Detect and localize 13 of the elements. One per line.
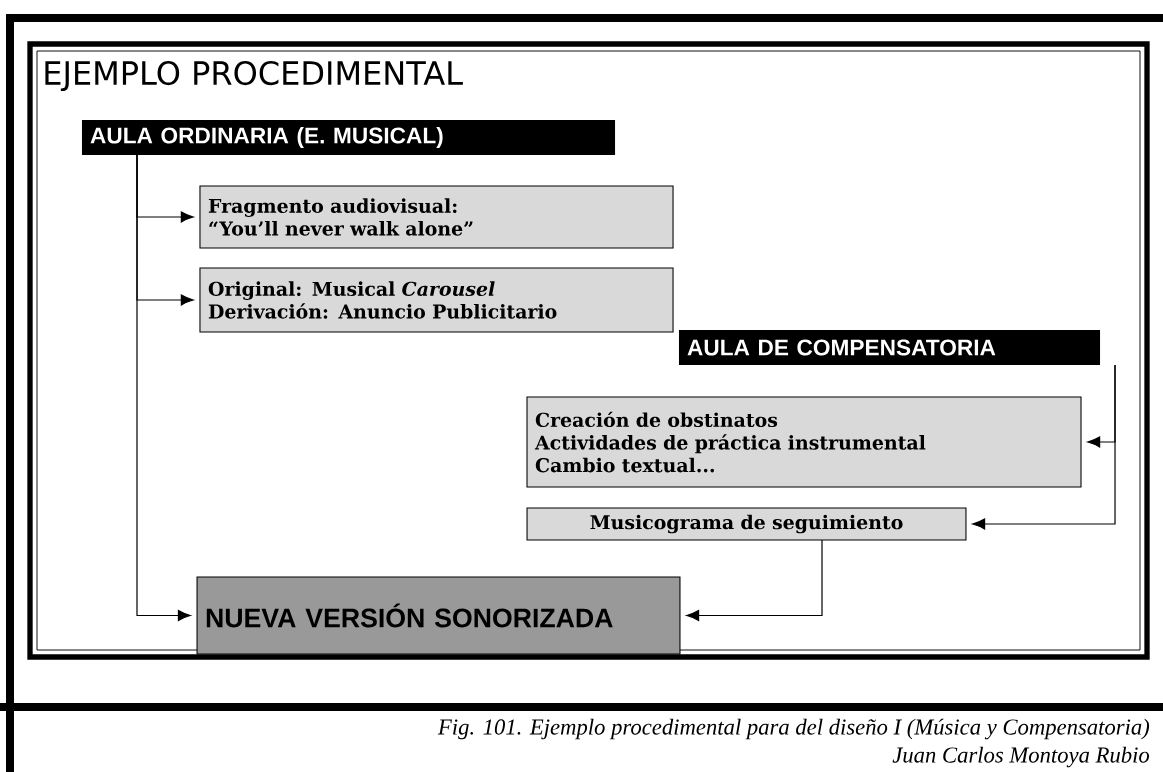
heading-band: AULA DE COMPENSATORIA — [678, 330, 1101, 365]
text-box: Fragmento audiovisual: “You’ll never walk alone” — [199, 185, 674, 249]
heading-band: AULA ORDINARIA (E. MUSICAL) — [81, 120, 616, 155]
text-box: Musicograma de seguimiento — [526, 507, 967, 541]
text-box: Creación de obstinatos Actividades de práctica instrumental Cambio textual... — [526, 396, 1082, 488]
arrow — [972, 364, 1116, 530]
text-box: Original: Musical Carousel Derivación: Anuncio Publicitario — [199, 267, 674, 333]
caption: Fig. 101. Ejemplo procedimental para del diseño I (Música y Compensatoria) — [437, 718, 1150, 740]
result-box: NUEVA VERSIÓN SONORIZADA — [196, 576, 681, 655]
arrow — [136, 154, 191, 621]
arrow — [686, 539, 823, 621]
title: EJEMPLO PROCEDIMENTAL — [45, 60, 463, 92]
author-name: Juan Carlos Montoya Rubio — [892, 746, 1150, 768]
